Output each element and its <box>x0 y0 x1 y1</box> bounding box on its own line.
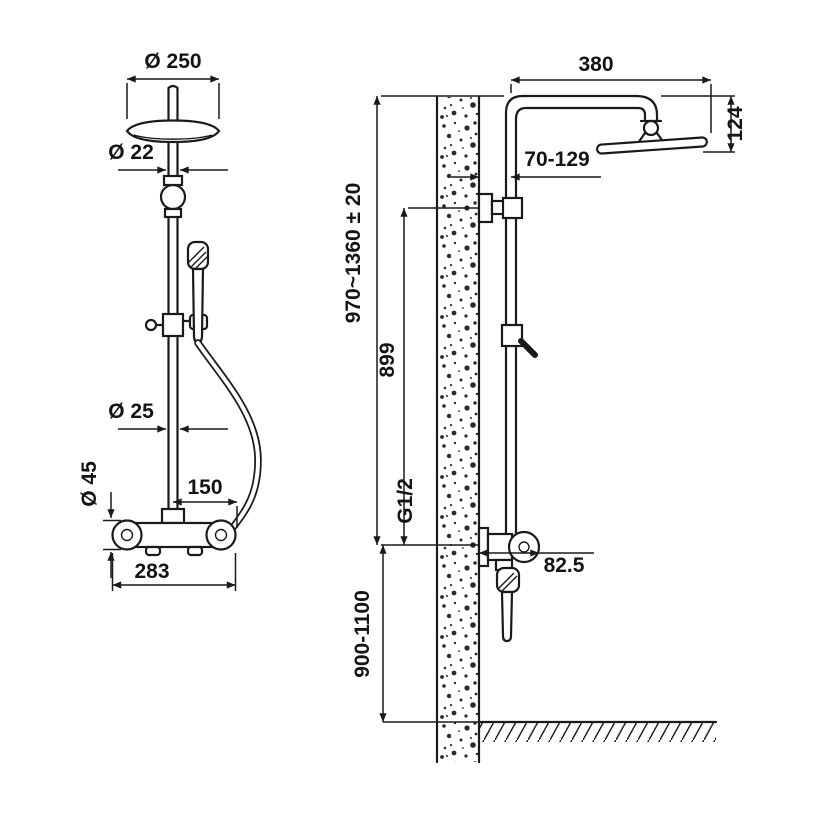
dimension-pipe-diameter: Ø 22 <box>108 141 228 174</box>
mixer-right-handle <box>205 519 237 551</box>
rain-head-front <box>125 84 221 144</box>
dim-label-inlet-thread: G1/2 <box>394 478 417 524</box>
dim-label-riser-diameter: Ø 25 <box>108 400 154 423</box>
wall-bracket-side <box>477 192 524 224</box>
dimension-head-diameter: Ø 250 <box>126 50 220 119</box>
dimension-hose-port-offset: 150 <box>172 476 238 528</box>
ball-joint-front <box>159 140 187 219</box>
dimension-mixer-width: 283 <box>111 553 237 591</box>
dim-label-overall-height: 970~1360 ± 20 <box>342 183 365 324</box>
mixer-side <box>477 526 541 572</box>
slider-clamp-side <box>500 323 538 358</box>
mixer-handle-side <box>507 530 541 564</box>
wall-section <box>435 95 481 764</box>
dim-label-mixer-diameter: Ø 45 <box>78 461 101 507</box>
dim-label-install-height: 900-1100 <box>351 590 374 678</box>
hand-shower-hose <box>194 339 262 540</box>
dim-label-riser-height: 899 <box>376 342 399 377</box>
side-view: 380 124 70-129 970~1360 ± 20 <box>342 53 747 764</box>
dimension-head-drop: 124 <box>661 95 747 153</box>
dimension-overall-height: 970~1360 ± 20 <box>342 95 504 546</box>
dim-label-hose-port-offset: 150 <box>187 476 222 499</box>
dim-label-pipe-diameter: Ø 22 <box>108 141 154 164</box>
dimension-arm-reach: 380 <box>510 53 712 133</box>
mixer-front <box>111 507 237 557</box>
riser-pipe-front <box>167 215 179 511</box>
front-view: Ø 250 Ø 22 <box>78 50 262 591</box>
dimension-wall-clearance: 70-129 <box>451 148 601 181</box>
dimension-install-height: 900-1100 <box>351 544 479 723</box>
hand-shower-side <box>495 566 521 643</box>
rain-head-side <box>595 119 708 155</box>
dimension-mixer-projection: 82.5 <box>478 549 594 577</box>
floor-section <box>477 720 718 742</box>
dim-label-head-drop: 124 <box>724 106 747 141</box>
riser-and-arm-side <box>504 94 659 536</box>
mixer-left-handle <box>111 519 143 551</box>
dimension-mixer-diameter: Ø 45 <box>78 461 121 578</box>
dim-label-wall-clearance: 70-129 <box>524 148 589 171</box>
dim-label-head-diameter: Ø 250 <box>144 50 201 73</box>
dim-label-arm-reach: 380 <box>578 53 613 76</box>
dimension-riser-diameter: Ø 25 <box>108 400 228 433</box>
dim-label-mixer-projection: 82.5 <box>544 554 585 577</box>
dimension-riser-height: 899 <box>376 207 479 546</box>
dim-label-mixer-width: 283 <box>134 560 169 583</box>
